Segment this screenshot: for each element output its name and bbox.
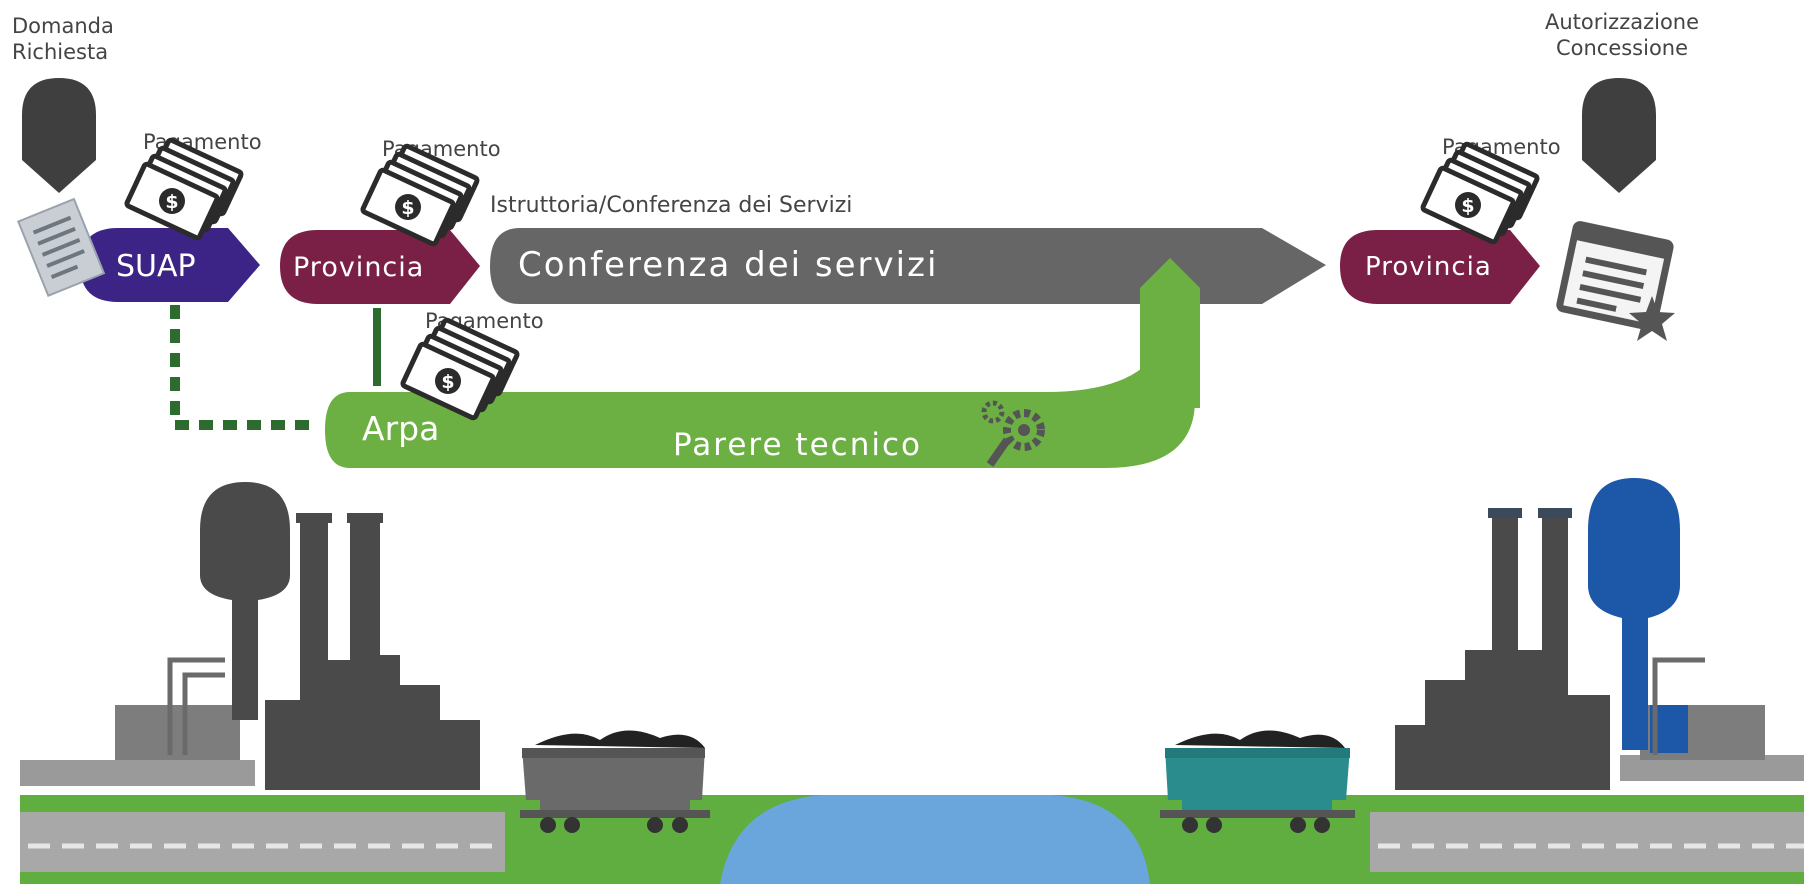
suap-shape — [80, 228, 260, 302]
star-icon — [1629, 296, 1675, 341]
domanda-label: Domanda — [12, 14, 114, 38]
right-wagon — [1160, 730, 1355, 833]
arpa-parere-path — [325, 255, 1200, 468]
certificate-icon — [1556, 221, 1674, 331]
parere-label: Parere tecnico — [673, 427, 922, 463]
provincia-arpa-connector — [373, 308, 381, 386]
money-stack-icon — [362, 145, 478, 244]
concessione-label: Concessione — [1555, 36, 1689, 60]
conferenza-arrow — [490, 228, 1326, 304]
money-stack-icon — [126, 139, 242, 238]
suap-arpa-connector — [170, 305, 318, 430]
istruttoria-label: Istruttoria/Conferenza dei Servizi — [490, 193, 853, 218]
right-tower — [1588, 478, 1680, 750]
provincia-end-label: Provincia — [1365, 252, 1492, 282]
left-wagon — [520, 730, 710, 833]
arpa-label: Arpa — [362, 409, 439, 448]
money-stack-icon — [1422, 143, 1538, 242]
richiesta-label: Richiesta — [12, 40, 109, 64]
road-right — [1370, 812, 1804, 872]
water — [720, 795, 1150, 884]
location-marker-icon — [22, 78, 96, 193]
location-marker-icon — [1582, 78, 1656, 193]
gear-wrench-icon — [981, 400, 1045, 467]
provincia-end-shape — [1340, 230, 1540, 304]
conferenza-label: Conferenza dei servizi — [518, 245, 938, 285]
suap-label: SUAP — [116, 249, 196, 284]
autorizzazione-label: Autorizzazione — [1544, 10, 1700, 34]
left-factory — [265, 520, 480, 790]
provincia-start-label: Provincia — [293, 252, 424, 283]
provincia-start-shape — [280, 230, 480, 304]
document-icon — [17, 197, 106, 298]
left-tower — [200, 482, 290, 720]
right-factory — [1395, 515, 1610, 790]
road-left — [20, 812, 505, 872]
